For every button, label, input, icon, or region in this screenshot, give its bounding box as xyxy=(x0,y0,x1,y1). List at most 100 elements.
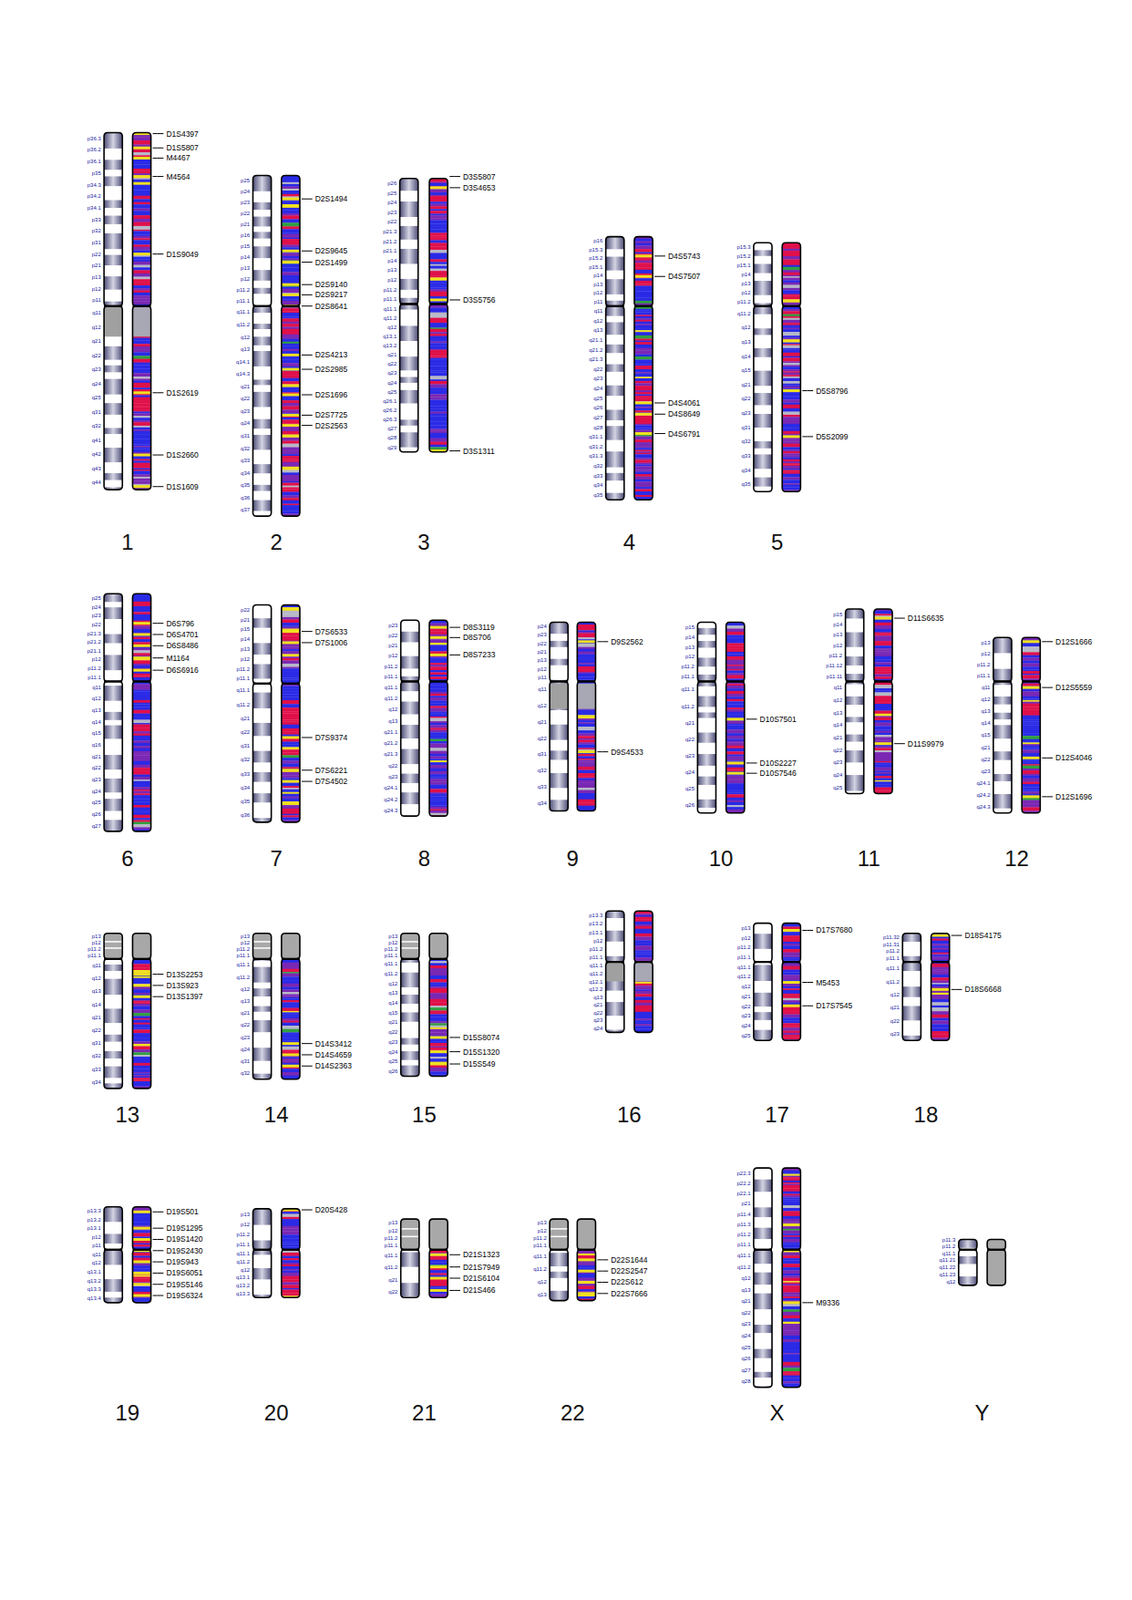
heat-stripe xyxy=(429,438,448,443)
heat-stripe xyxy=(132,164,151,167)
heat-stripe xyxy=(1021,791,1040,794)
heat-stripe xyxy=(132,1216,151,1220)
g-band xyxy=(252,663,271,679)
heat-stripe xyxy=(634,457,653,460)
g-band xyxy=(401,676,420,691)
marker-stripe xyxy=(429,298,448,301)
heat-stripe xyxy=(132,967,151,970)
centromere xyxy=(753,305,772,308)
heat-stripe xyxy=(429,215,448,219)
heat-stripe xyxy=(782,452,801,455)
heat-stripe xyxy=(281,754,300,758)
heat-stripe xyxy=(132,338,151,341)
heat-stripe xyxy=(634,344,653,349)
heat-stripe xyxy=(874,635,893,639)
heat-stripe xyxy=(782,390,801,393)
heat-stripe xyxy=(634,936,653,940)
heat-stripe xyxy=(281,1249,300,1253)
heat-stripe xyxy=(281,646,300,649)
heat-stripe xyxy=(429,428,448,431)
heat-stripe xyxy=(726,785,745,789)
heat-stripe xyxy=(782,369,801,371)
heat-stripe xyxy=(132,699,151,703)
heat-stripe xyxy=(281,965,300,969)
g-band xyxy=(902,986,921,998)
heat-stripe xyxy=(576,759,596,762)
chromosome-outline xyxy=(401,958,420,1077)
heat-stripe xyxy=(874,725,893,730)
ideogram xyxy=(103,1206,123,1303)
heat-stripe xyxy=(281,245,300,248)
heat-stripe xyxy=(132,774,151,778)
heat-stripe xyxy=(782,364,801,367)
ideogram xyxy=(252,1208,271,1297)
chromosome-outline xyxy=(252,605,271,684)
heat-stripe xyxy=(281,318,300,322)
chromosome-outline xyxy=(1021,637,1040,681)
g-band xyxy=(845,716,865,722)
heat-stripe xyxy=(132,703,151,707)
heat-stripe xyxy=(429,219,448,224)
g-band xyxy=(103,200,123,208)
chromosome-outline xyxy=(874,608,893,681)
heat-stripe xyxy=(1021,711,1040,716)
heat-stripe xyxy=(281,741,300,745)
heat-strip xyxy=(634,236,653,502)
heat-stripe xyxy=(726,792,745,794)
heat-stripe xyxy=(132,753,151,756)
heat-stripe xyxy=(132,742,151,746)
heat-stripe xyxy=(782,935,801,939)
marker-stripe xyxy=(132,1248,151,1252)
heat-stripe xyxy=(281,402,300,407)
heat-stripe xyxy=(281,260,300,265)
heat-stripe xyxy=(634,385,653,389)
centromere xyxy=(931,960,950,963)
heat-stripe xyxy=(429,246,448,250)
heat-stripe xyxy=(429,213,448,216)
heat-stripe xyxy=(576,770,596,774)
heat-stripe xyxy=(429,717,448,721)
heat-stripe xyxy=(132,258,151,262)
g-band xyxy=(606,930,625,942)
heat-stripe xyxy=(132,1222,151,1226)
chromosome xyxy=(549,622,596,812)
heat-stripe xyxy=(132,292,151,297)
heat-stripe xyxy=(429,1056,448,1059)
g-band xyxy=(252,1019,271,1032)
heat-stripe xyxy=(281,360,300,364)
heat-stripe xyxy=(634,243,653,247)
heat-stripe xyxy=(132,980,151,985)
heat-stripe xyxy=(874,664,893,668)
heat-stripe xyxy=(281,252,300,257)
heat-stripe xyxy=(874,722,893,727)
heat-stripe xyxy=(634,363,653,366)
heat-stripe xyxy=(132,463,151,466)
heat-stripe xyxy=(429,258,448,262)
g-band xyxy=(606,321,625,335)
heat-stripe xyxy=(429,249,448,254)
heat-stripe xyxy=(782,931,801,936)
heat-stripe xyxy=(281,817,300,821)
heat-stripe xyxy=(429,782,448,785)
heat-stripe xyxy=(1021,745,1040,749)
heat-stripe xyxy=(132,431,151,435)
g-band xyxy=(993,637,1012,653)
heat-stripe xyxy=(931,963,950,968)
heat-stripe xyxy=(132,960,151,965)
heat-stripe xyxy=(931,987,950,990)
heat-stripe xyxy=(281,278,300,282)
heat-stripe xyxy=(576,647,596,649)
heat-stripe xyxy=(576,720,596,723)
heat-stripe xyxy=(931,984,950,988)
heat-stripe xyxy=(281,1075,300,1078)
heat-stripe xyxy=(874,676,893,680)
heat-stripe xyxy=(281,341,300,344)
chromosome-outline xyxy=(281,683,300,823)
heat-stripe xyxy=(874,761,893,764)
centromere xyxy=(634,305,653,308)
heat-stripe xyxy=(281,999,300,1003)
heat-stripe xyxy=(132,343,151,347)
g-band xyxy=(103,473,123,481)
heat-stripe xyxy=(931,1027,950,1031)
heat-stripe xyxy=(1021,770,1040,772)
